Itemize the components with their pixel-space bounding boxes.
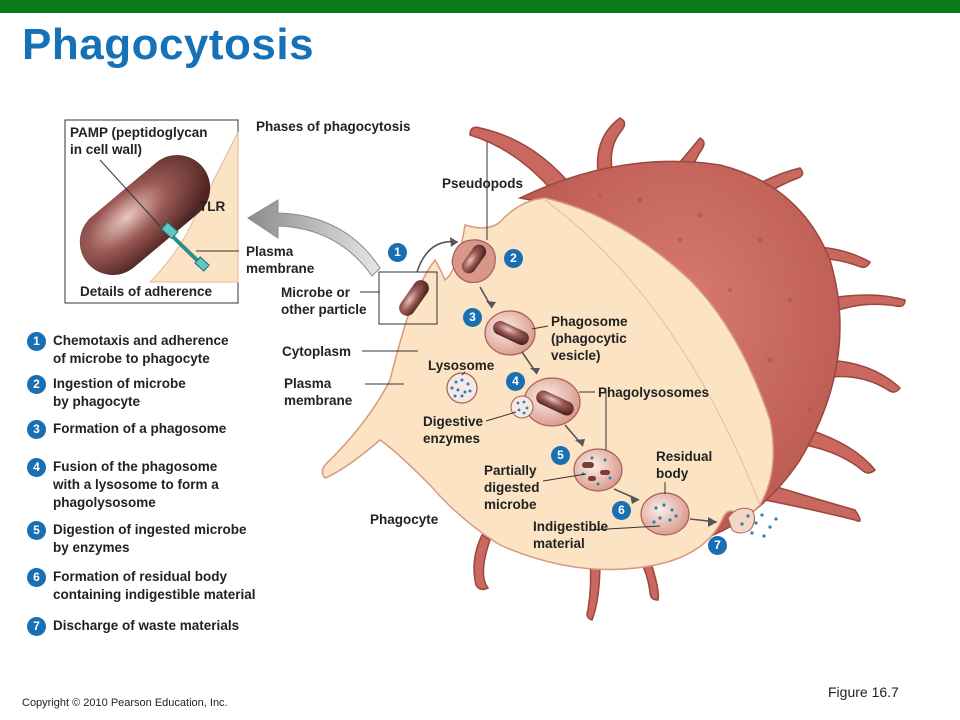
plasma-membrane-label: Plasma membrane xyxy=(284,376,353,408)
step-text: Digestion of ingested microbe by enzymes xyxy=(53,522,247,555)
microbe-box xyxy=(378,271,438,325)
badge-step-7: 7 xyxy=(708,536,727,555)
step-text: Fusion of the phagosome with a lysosome … xyxy=(53,459,219,510)
residual-material xyxy=(652,503,678,524)
pseudopods-label: Pseudopods xyxy=(442,176,524,191)
badge-step-4: 4 xyxy=(506,372,525,391)
step-number: 4 xyxy=(27,458,46,477)
partially-digested-fragments xyxy=(581,456,612,486)
step-number: 6 xyxy=(27,568,46,587)
step-number: 7 xyxy=(27,617,46,636)
badge-step-6: 6 xyxy=(612,501,631,520)
step-text: Discharge of waste materials xyxy=(53,618,240,633)
phagolysosome-microbe xyxy=(536,390,574,416)
cytoplasm-label: Cytoplasm xyxy=(282,344,352,359)
digestive-enzymes-label: Digestive enzymes xyxy=(423,414,484,446)
step-number: 5 xyxy=(27,521,46,540)
partially-digested-label: Partially digested microbe xyxy=(484,463,540,512)
step-text: Chemotaxis and adherence of microbe to p… xyxy=(53,333,229,366)
microbe-label: Microbe or other particle xyxy=(281,285,367,317)
step-number: 3 xyxy=(27,420,46,439)
page-title: Phagocytosis xyxy=(22,20,315,69)
inset-phagocyte-membrane xyxy=(148,131,239,283)
cell-fold-line xyxy=(544,199,761,506)
lysosome-label: Lysosome xyxy=(428,358,495,373)
phagolysosomes-label: Phagolysosomes xyxy=(598,385,710,400)
pamp-label: PAMP (peptidoglycan in cell wall) xyxy=(70,125,208,157)
fusing-enzymes xyxy=(516,400,529,415)
phagosome-label: Phagosome (phagocytic vesicle) xyxy=(551,314,628,363)
phagosome-microbe xyxy=(493,320,529,346)
lysosome-enzymes xyxy=(450,378,472,398)
leader-lines xyxy=(99,142,666,531)
digestion-vesicle xyxy=(573,448,623,492)
residual-body-label: Residual body xyxy=(656,449,713,481)
discharged-waste xyxy=(740,513,778,538)
inset-plasma-label: Plasma membrane xyxy=(246,244,315,276)
badge-step-2: 2 xyxy=(504,249,523,268)
indigestible-label: Indigestible material xyxy=(533,519,609,551)
step-number: 2 xyxy=(27,375,46,394)
ingesting-microbe xyxy=(461,244,487,274)
tlr-label: TLR xyxy=(199,199,226,214)
inset-caption: Details of adherence xyxy=(80,284,213,299)
step-text: Ingestion of microbe by phagocyte xyxy=(53,376,186,409)
diagram-heading: Phases of phagocytosis xyxy=(256,119,411,134)
inset-bacterium xyxy=(79,155,211,275)
badge-step-5: 5 xyxy=(551,446,570,465)
copyright-notice: Copyright © 2010 Pearson Education, Inc. xyxy=(22,697,228,709)
inset-arrow xyxy=(247,199,381,277)
step-number: 1 xyxy=(27,332,46,351)
residual-body xyxy=(640,492,690,536)
figure-number: Figure 16.7 xyxy=(828,684,899,700)
top-bar xyxy=(0,0,960,13)
tlr-receptor xyxy=(160,221,210,272)
arrowheads xyxy=(450,237,717,527)
phagocyte-label: Phagocyte xyxy=(370,512,439,527)
microbe-particle xyxy=(399,280,429,316)
badge-step-1: 1 xyxy=(388,243,407,262)
fusing-lysosome xyxy=(510,395,534,419)
step-text: Formation of residual body containing in… xyxy=(53,569,256,602)
badge-step-3: 3 xyxy=(463,308,482,327)
step-text: Formation of a phagosome xyxy=(53,421,227,436)
